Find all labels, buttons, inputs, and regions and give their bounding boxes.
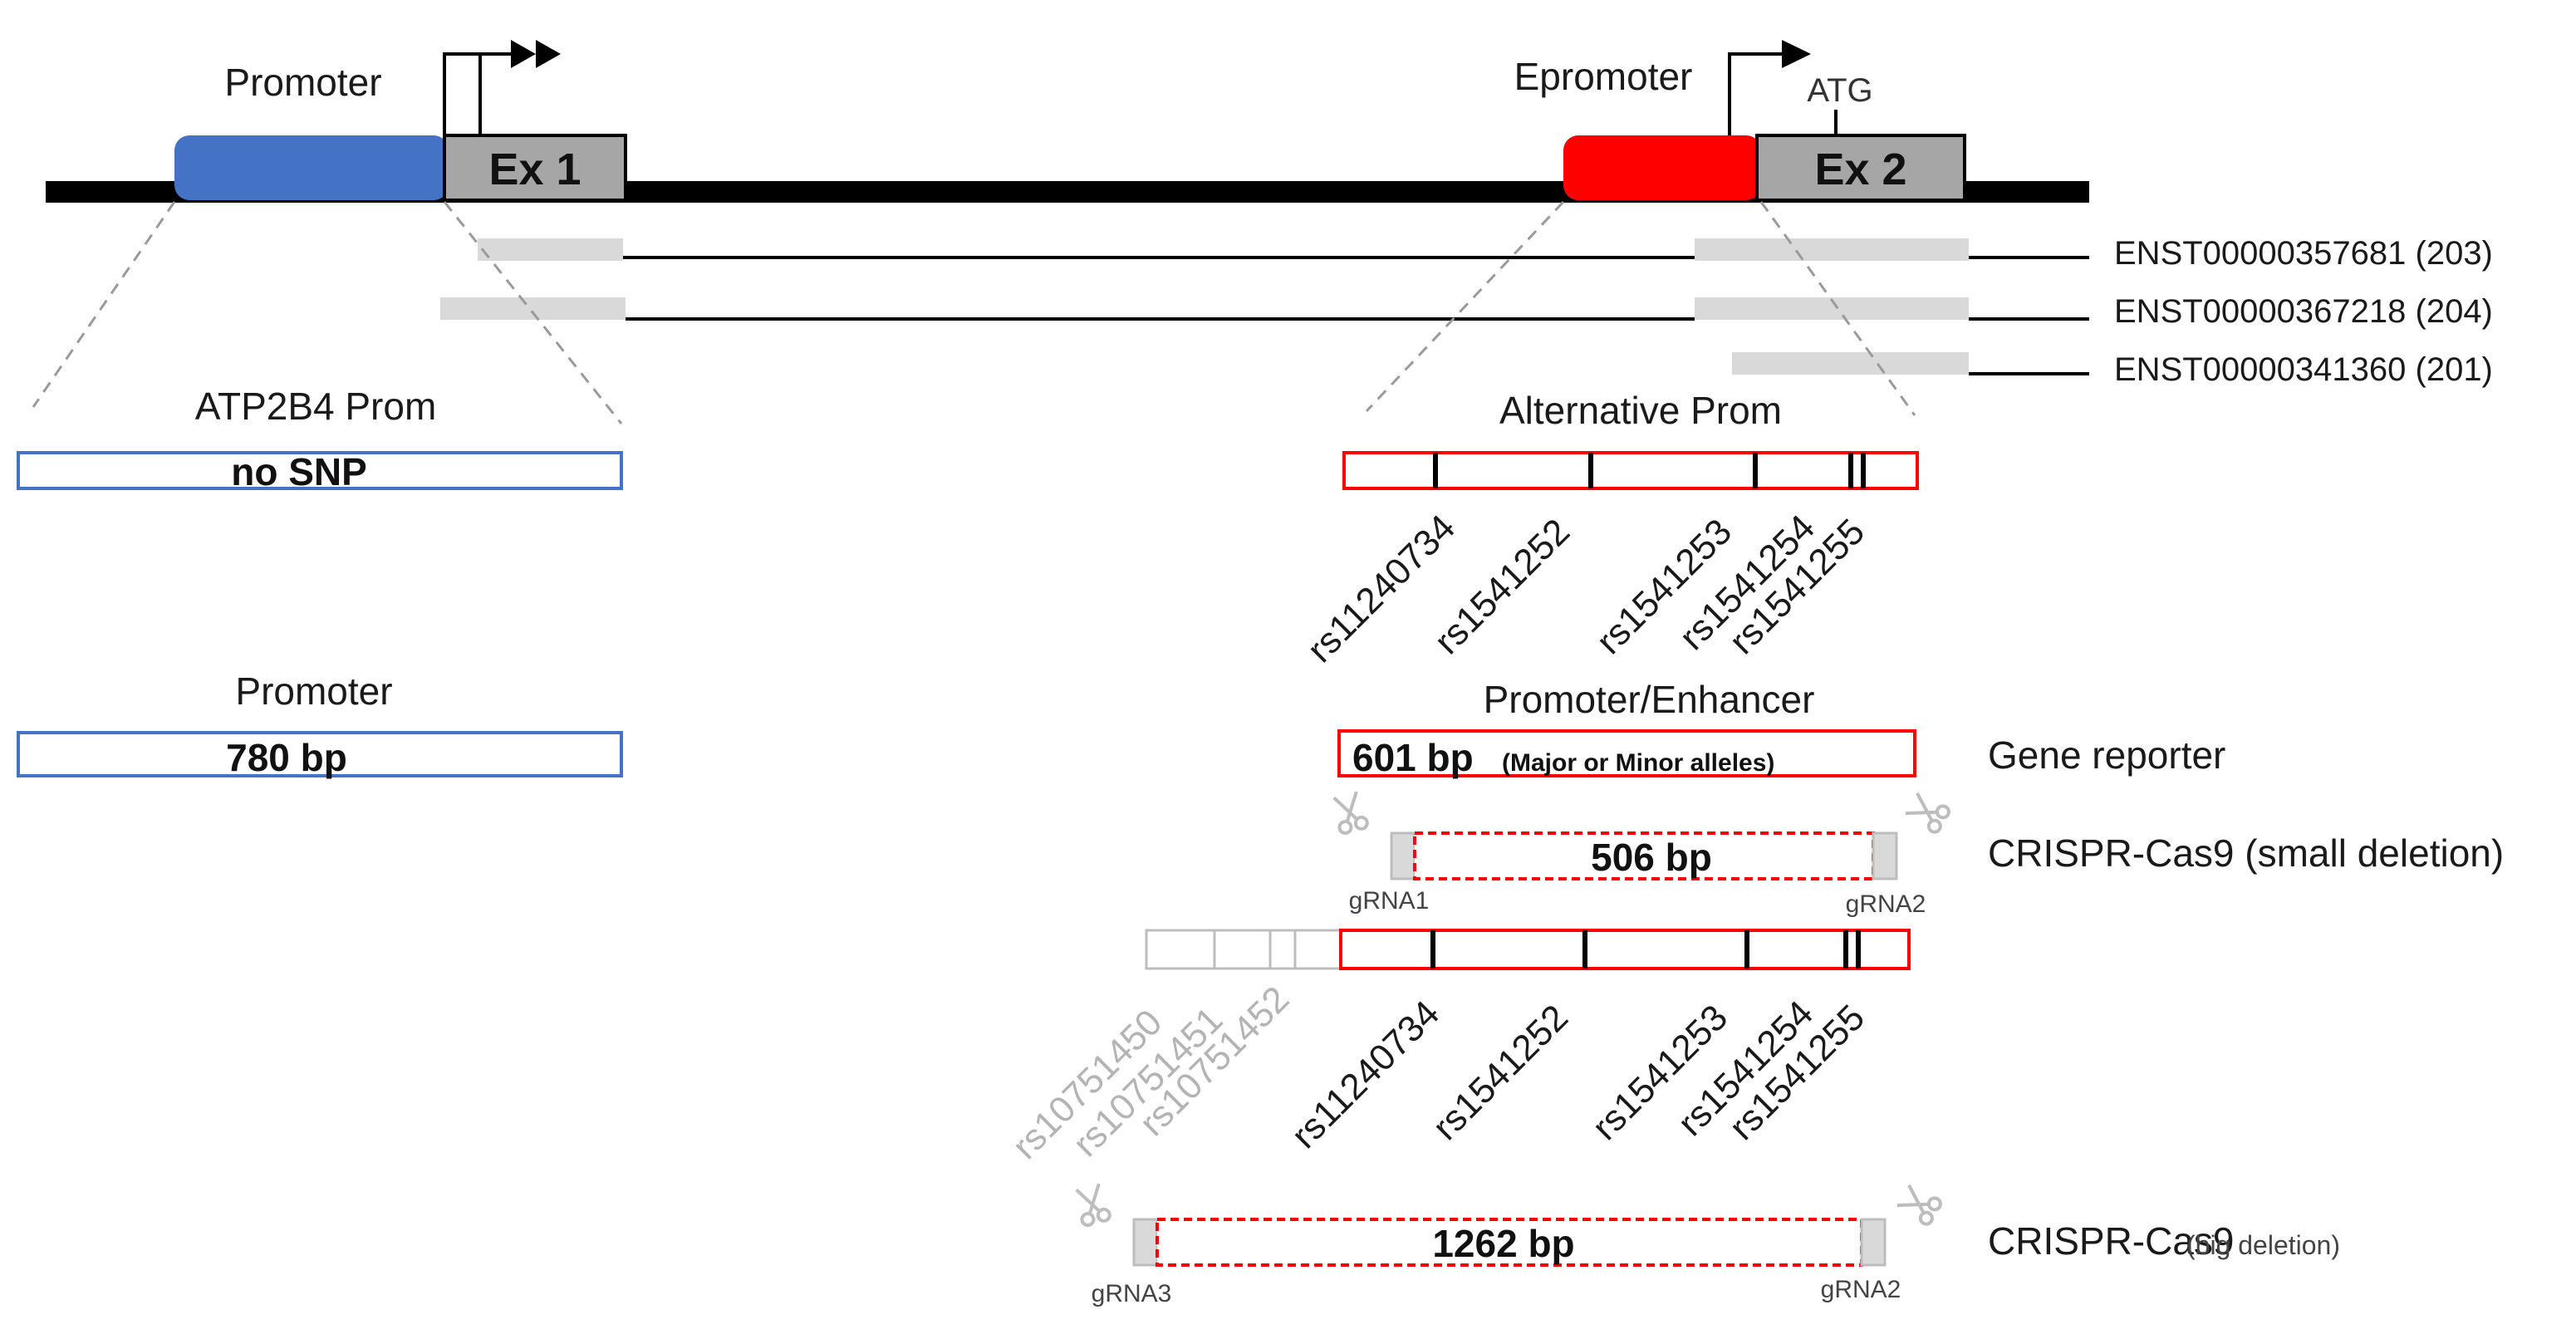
- zoom-lines: [32, 200, 1916, 424]
- transcript-204: ENST00000367218 (204): [440, 293, 2493, 330]
- svg-text:ENST00000357681 (203): ENST00000357681 (203): [2114, 235, 2493, 272]
- alternative-prom-box: [1342, 451, 1919, 490]
- no-snp-label: no SNP: [231, 450, 367, 493]
- grna2-marker: [1872, 831, 1898, 880]
- left-promoter-box: [17, 731, 623, 777]
- small-deletion-size: 506 bp: [1591, 836, 1712, 879]
- gene-reporter-label: Gene reporter: [1988, 733, 2225, 777]
- extended-prom-box: [1339, 929, 1911, 970]
- snp-label: rs11240734: [1283, 993, 1447, 1156]
- promoter-region: [174, 135, 449, 200]
- snp-ticks-top: [1433, 453, 1866, 488]
- exon-1-label: Ex 1: [488, 145, 581, 194]
- epromoter-region: [1563, 135, 1761, 200]
- alternative-prom-title: Alternative Prom: [1499, 389, 1782, 432]
- small-deletion-label: CRISPR-Cas9 (small deletion): [1988, 831, 2504, 875]
- grna1-marker: [1390, 831, 1416, 880]
- tss-arrow-icon: [1728, 40, 1811, 135]
- promoter-label: Promoter: [224, 61, 381, 104]
- epromoter-label: Epromoter: [1514, 55, 1693, 98]
- extended-region-boxes: [1145, 929, 1342, 970]
- exon-2-box: [1755, 134, 1966, 202]
- scissors-icon: [1902, 789, 1953, 836]
- scissors-icon: [1329, 789, 1371, 836]
- big-deletion-box: [1156, 1218, 1863, 1267]
- exon-1-box: [443, 134, 627, 202]
- big-deletion-label: CRISPR-Cas9: [1988, 1219, 2235, 1263]
- reporter-note: (Major or Minor alleles): [1502, 749, 1774, 777]
- atg-label: ATG: [1807, 72, 1872, 109]
- big-deletion-size: 1262 bp: [1432, 1222, 1574, 1265]
- svg-text:ENST00000341360 (201): ENST00000341360 (201): [2114, 351, 2493, 388]
- grna2-label: gRNA2: [1821, 1276, 1901, 1303]
- promoter-780bp-label: 780 bp: [226, 736, 347, 779]
- grna3-label: gRNA3: [1092, 1280, 1172, 1307]
- tss-arrow-icon: [443, 40, 561, 135]
- scissors-icon: [1894, 1181, 1945, 1229]
- grna2-label: gRNA2: [1846, 890, 1926, 918]
- left-promoter-title: Promoter: [235, 670, 392, 713]
- exon-2-label: Ex 2: [1814, 145, 1906, 194]
- snp-ticks-bottom: [1430, 930, 1861, 969]
- transcript-201: ENST00000341360 (201): [1732, 351, 2493, 388]
- reporter-size-label: 601 bp: [1352, 736, 1474, 779]
- snp-labels-bottom: rs11240734 rs1541252 rs1541253 rs1541254…: [1283, 993, 1872, 1156]
- atp2b4-prom-box: [17, 451, 623, 490]
- snp-labels-grey: rs10751450 rs10751451 rs10751452: [1004, 978, 1297, 1167]
- svg-text:ENST00000367218 (204): ENST00000367218 (204): [2114, 293, 2493, 330]
- big-deletion-note: (big deletion): [2186, 1230, 2340, 1260]
- transcript-203: ENST00000357681 (203): [478, 235, 2493, 272]
- reporter-box: [1337, 729, 1916, 777]
- snp-label: rs1541252: [1425, 997, 1576, 1148]
- atp2b4-prom-title: ATP2B4 Prom: [195, 385, 437, 428]
- grna3-marker: [1132, 1218, 1159, 1267]
- promoter-enhancer-title: Promoter/Enhancer: [1484, 678, 1815, 721]
- scissors-icon: [1072, 1181, 1113, 1229]
- grna2-marker: [1860, 1218, 1887, 1267]
- snp-labels-top: rs11240734 rs1541252 rs1541253 rs1541254…: [1299, 507, 1872, 670]
- grna1-label: gRNA1: [1349, 887, 1430, 915]
